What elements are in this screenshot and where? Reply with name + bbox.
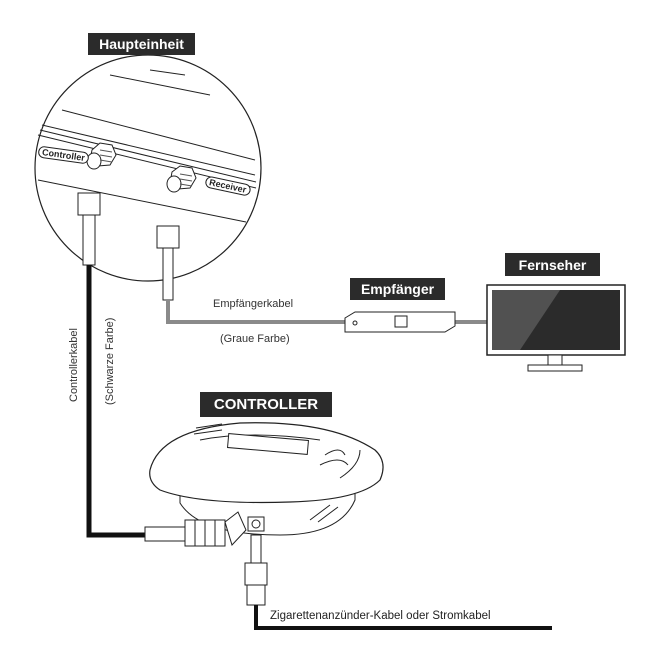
receiver-label: Empfänger	[350, 278, 445, 300]
controller-label: CONTROLLER	[200, 392, 332, 417]
tv-label: Fernseher	[505, 253, 600, 276]
controller-socket-icon	[86, 142, 117, 170]
main-unit-detail	[34, 54, 262, 282]
receiver-cable-color-text: (Graue Farbe)	[220, 333, 290, 345]
controller-cable	[77, 192, 145, 538]
power-cable	[244, 534, 552, 630]
receiver-box-icon	[344, 311, 456, 333]
receiver-socket-icon	[166, 165, 197, 193]
controller-device-icon	[149, 422, 384, 536]
main-unit-label: Haupteinheit	[88, 33, 195, 55]
tv-icon	[486, 284, 626, 372]
power-cable-text: Zigarettenanzünder-Kabel oder Stromkabel	[270, 610, 491, 622]
controller-cable-color-text: (Schwarze Farbe)	[104, 317, 116, 405]
controller-cable-text: Controllerkabel	[68, 328, 80, 402]
controller-connector-icon	[144, 511, 247, 547]
receiver-cable	[156, 225, 488, 324]
receiver-cable-text: Empfängerkabel	[213, 298, 294, 310]
